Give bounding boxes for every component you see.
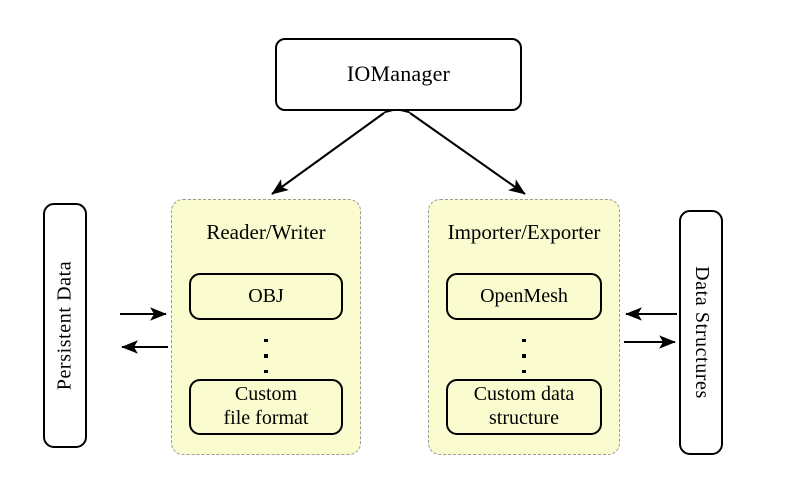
node-persistent-data[interactable]: Persistent Data [43, 203, 87, 448]
panel-importer-exporter[interactable]: Importer/Exporter OpenMesh Custom data s… [428, 199, 620, 455]
ellipsis-reader-writer-icon [172, 336, 360, 376]
node-custom-data-structure-label: Custom data structure [473, 383, 575, 429]
node-custom-file-format[interactable]: Custom file format [189, 379, 343, 435]
node-data-structures-label: Data Structures [690, 266, 713, 399]
node-iomanager[interactable]: IOManager [275, 38, 522, 111]
node-persistent-data-label: Persistent Data [53, 260, 76, 391]
node-iomanager-label: IOManager [346, 61, 451, 87]
node-obj-label: OBJ [248, 284, 284, 307]
node-data-structures[interactable]: Data Structures [679, 210, 723, 455]
panel-importer-exporter-title: Importer/Exporter [447, 220, 601, 244]
arrow-iomanager-readerwriter [271, 98, 401, 195]
ellipsis-importer-exporter-icon [429, 336, 619, 376]
node-obj[interactable]: OBJ [189, 273, 343, 320]
node-custom-data-structure[interactable]: Custom data structure [446, 379, 602, 435]
arrow-iomanager-importerexporter [393, 98, 526, 195]
node-openmesh-label: OpenMesh [480, 284, 568, 307]
panel-reader-writer[interactable]: Reader/Writer OBJ Custom file format [171, 199, 361, 455]
node-openmesh[interactable]: OpenMesh [446, 273, 602, 320]
panel-reader-writer-title: Reader/Writer [206, 220, 326, 244]
node-custom-file-format-label: Custom file format [223, 383, 309, 429]
